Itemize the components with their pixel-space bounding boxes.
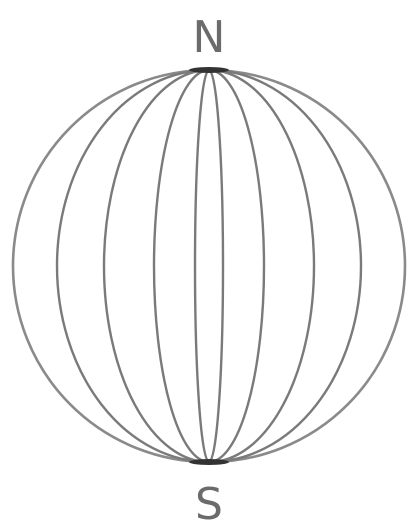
north-pole-point: [189, 67, 229, 73]
meridian-west-inner: [154, 70, 209, 462]
meridian-east-inner: [209, 70, 264, 462]
meridian-east-center: [209, 70, 223, 462]
north-pole-label: N: [193, 12, 226, 63]
meridian-lines: [57, 70, 361, 462]
meridian-west-middle: [104, 70, 209, 462]
globe-outline: [13, 70, 405, 462]
south-pole-label: S: [195, 479, 223, 527]
globe: [13, 67, 405, 465]
meridian-center: [195, 70, 209, 462]
meridian-east-middle: [209, 70, 314, 462]
south-pole-point: [189, 459, 229, 465]
